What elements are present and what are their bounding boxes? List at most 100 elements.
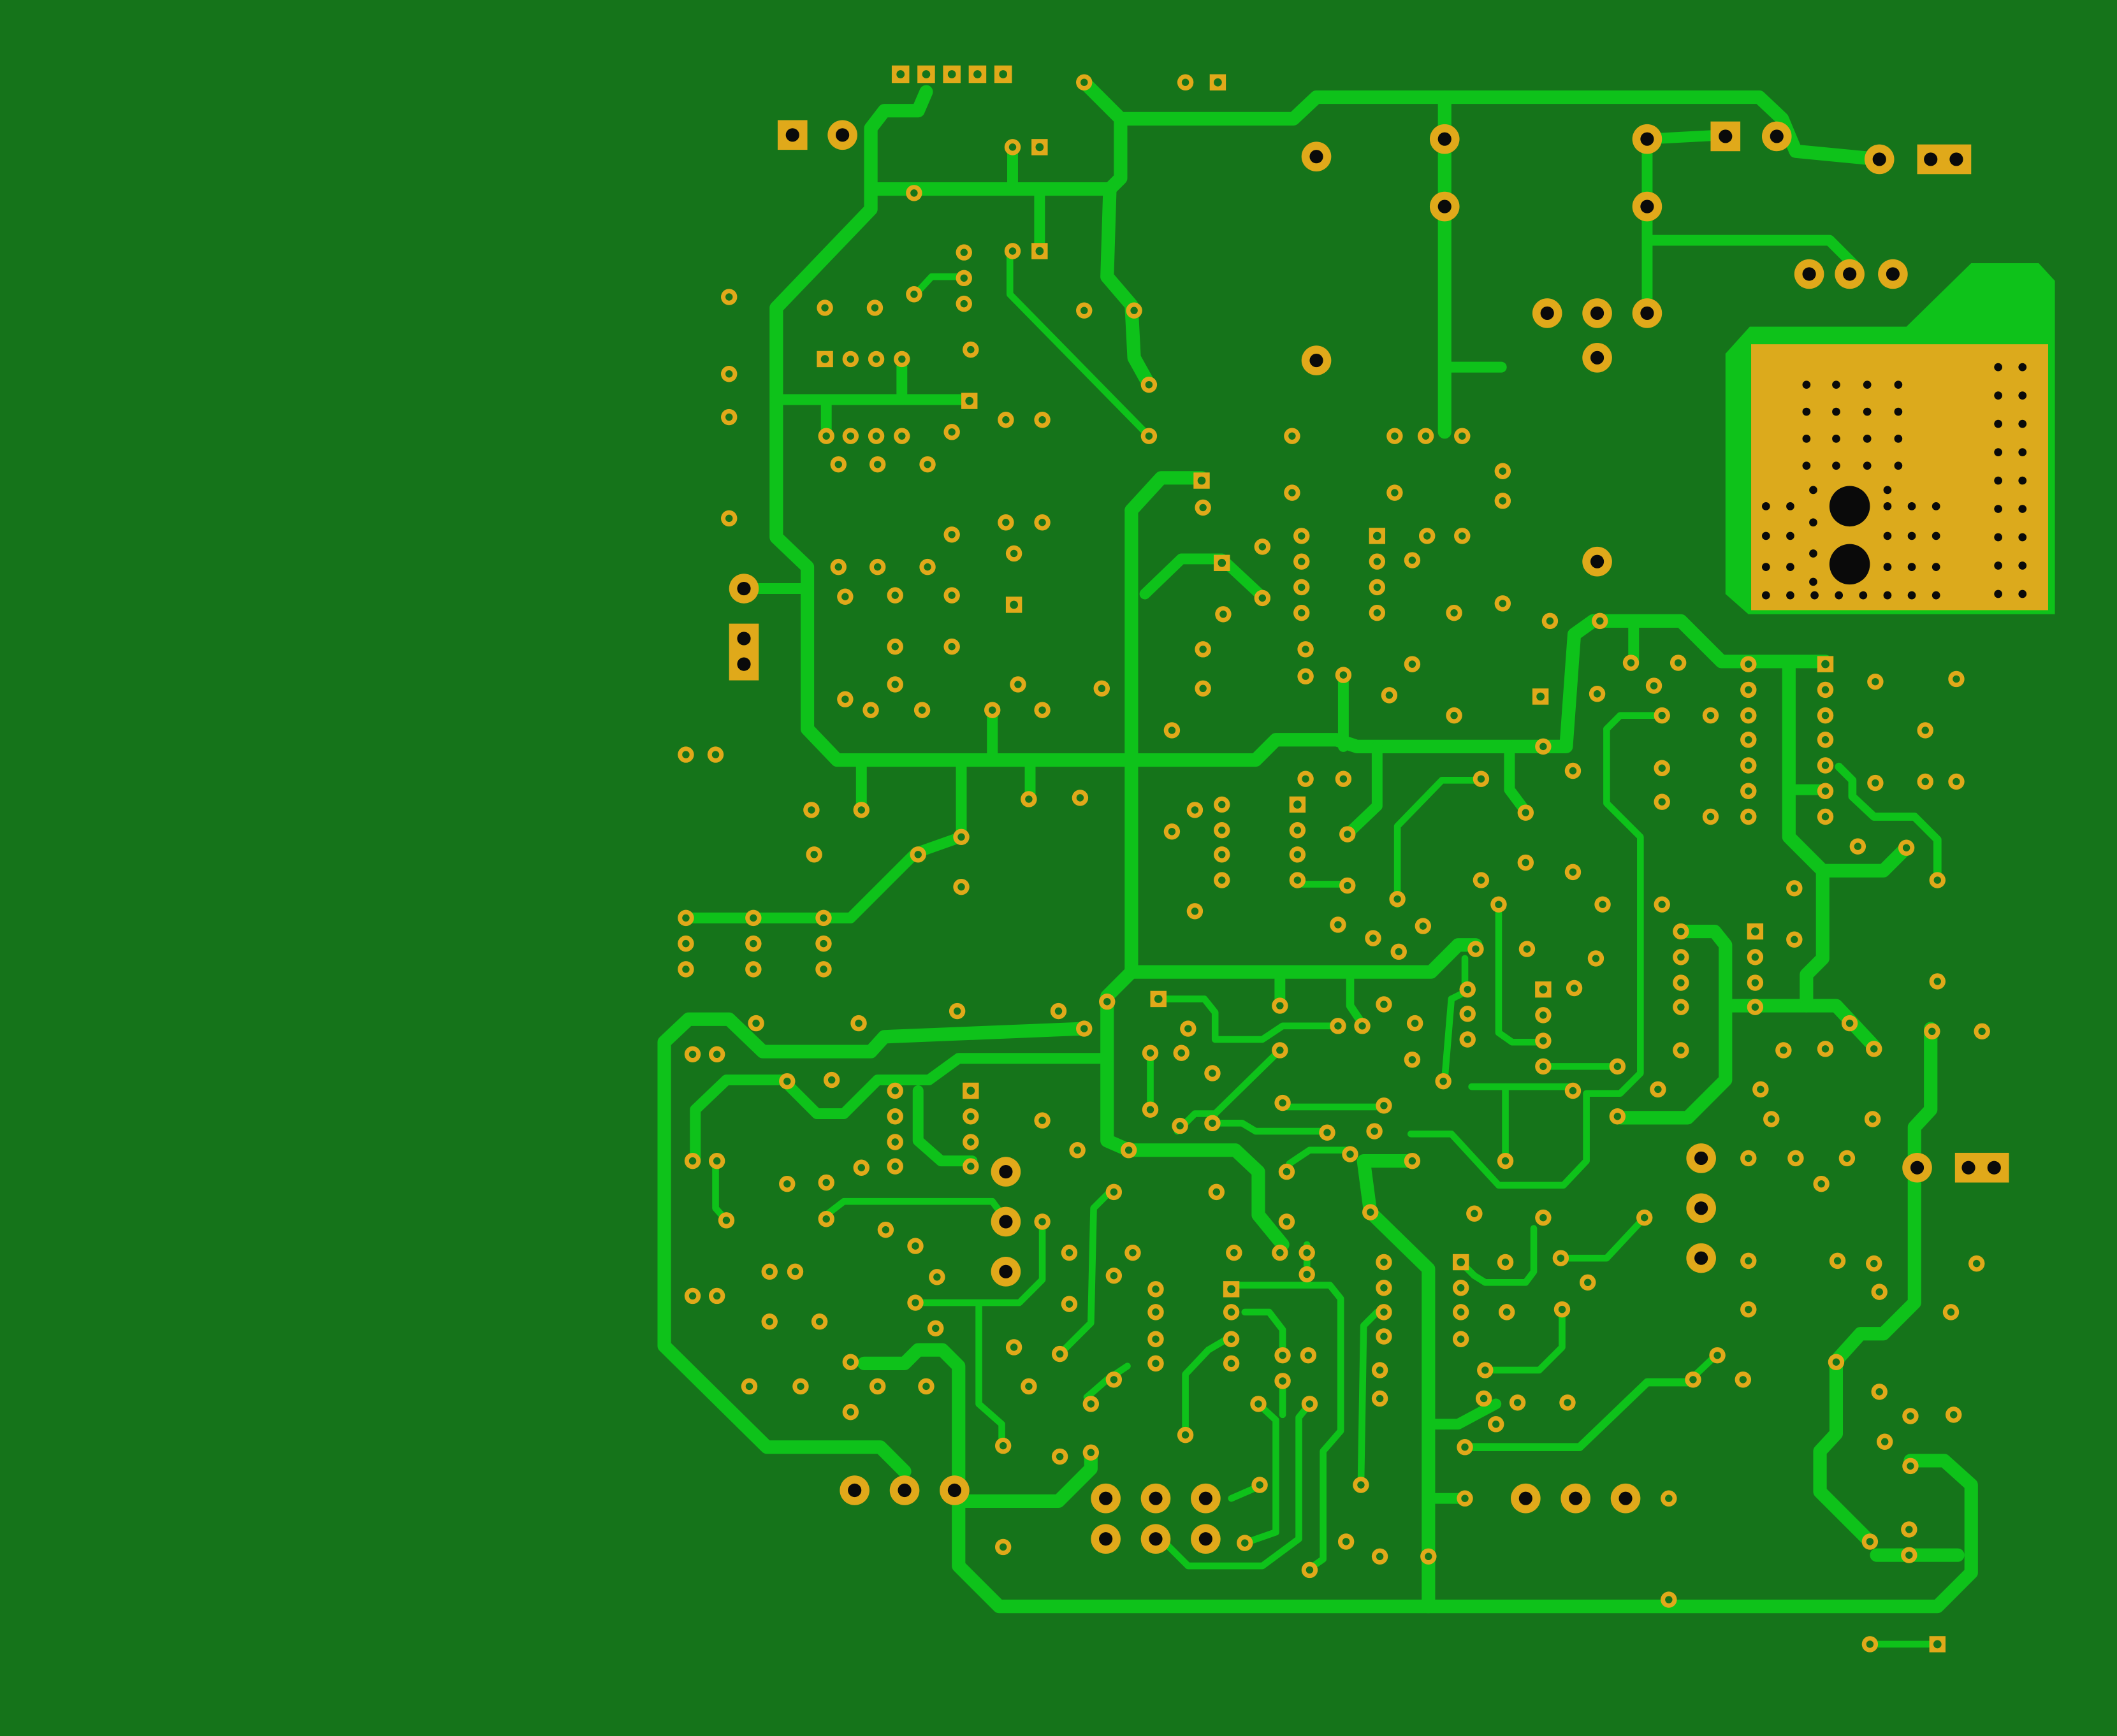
via-pad [1147,1281,1164,1298]
via-pad [1105,1267,1123,1284]
via-pad [1817,732,1834,748]
drill-hole [1761,502,1770,510]
square-pad [994,65,1012,83]
drill-hole [1931,591,1940,600]
via-pad [1163,722,1181,739]
via-pad [1948,773,1965,790]
drill-hole [2018,505,2027,513]
via-pad [815,961,832,978]
via-pad [1740,707,1757,724]
through-hole-pad [1532,298,1562,328]
via-pad [1389,891,1406,908]
via-pad [1494,493,1511,509]
drill-hole [1832,380,1840,389]
via-pad [1293,604,1310,621]
via-pad [1609,1108,1626,1125]
through-hole-pad [1582,546,1612,577]
drill-hole [1786,532,1794,540]
via-pad [1817,1041,1834,1057]
square-pad [917,65,935,83]
via-pad [1284,428,1300,444]
via-pad [792,1378,809,1395]
drill-hole [1894,380,1903,389]
via-pad [1829,1252,1846,1269]
drill-hole [1994,476,2002,485]
via-pad [1475,1390,1492,1407]
via-pad [1362,1204,1379,1220]
via-pad [1622,655,1640,671]
through-hole-pad [889,1475,920,1505]
via-pad [1866,1041,1882,1057]
via-pad [1173,1045,1189,1061]
via-pad [1948,670,1965,688]
through-hole-pad [840,1475,869,1505]
via-pad [868,351,885,368]
through-hole-pad [1140,1483,1171,1514]
via-pad [1924,1023,1940,1040]
via-pad [1034,702,1051,718]
through-hole-pad [1582,343,1612,373]
via-pad [1541,612,1559,630]
drill-hole [1883,502,1892,510]
through-hole-pad [1610,1483,1641,1514]
via-pad [1740,1150,1757,1167]
through-hole-pad [1686,1243,1716,1273]
via-pad [1390,943,1407,960]
via-pad [1763,1111,1780,1127]
via-pad [943,526,960,543]
via-pad [1841,1015,1858,1032]
via-pad [1051,1448,1068,1465]
via-pad [1864,1111,1881,1127]
via-pad [1034,1213,1051,1230]
via-pad [887,1158,903,1175]
drill-hole [1894,461,1903,470]
through-hole-pad [1632,191,1662,222]
drill-hole [1863,380,1872,389]
via-pad [1254,590,1271,607]
drill-hole [1883,563,1892,571]
through-hole-pad [1191,1483,1221,1514]
via-pad [837,691,854,707]
via-pad [745,909,762,927]
via-pad [1214,846,1230,863]
via-pad [1535,1209,1552,1226]
via-pad [842,351,859,368]
via-pad [1946,1407,1962,1423]
drill-hole [1809,518,1817,527]
via-pad [1446,604,1462,621]
via-pad [815,935,832,952]
via-pad [1867,673,1884,690]
via-pad [1300,1347,1317,1364]
drill-hole [1994,391,2002,400]
via-pad [1289,846,1306,863]
via-pad [1670,655,1687,671]
via-pad [1140,428,1158,444]
via-pad [906,286,922,303]
via-pad [919,558,936,575]
drill-hole [1786,591,1794,600]
via-pad [1861,1636,1879,1653]
via-pad [1968,1255,1985,1272]
via-pad [963,1108,979,1125]
via-pad [1215,606,1232,623]
via-pad [1901,1521,1917,1538]
via-pad [1177,74,1194,90]
square-pad [1710,121,1741,152]
through-hole-pad [1140,1524,1171,1554]
via-pad [1813,1175,1830,1192]
via-pad [1369,604,1386,621]
via-pad [1195,680,1211,697]
via-pad [887,676,903,693]
drill-hole [1802,380,1811,389]
via-pad [1371,1362,1388,1378]
via-pad [1376,1328,1392,1345]
via-pad [869,558,886,575]
drill-hole [2018,533,2027,542]
square-pad [1031,243,1048,259]
drill-hole [1802,407,1811,416]
drill-hole [2018,561,2027,570]
drill-hole [1761,563,1770,571]
via-pad [779,1175,796,1192]
via-pad [1142,1101,1159,1118]
drill-hole [1907,532,1916,540]
